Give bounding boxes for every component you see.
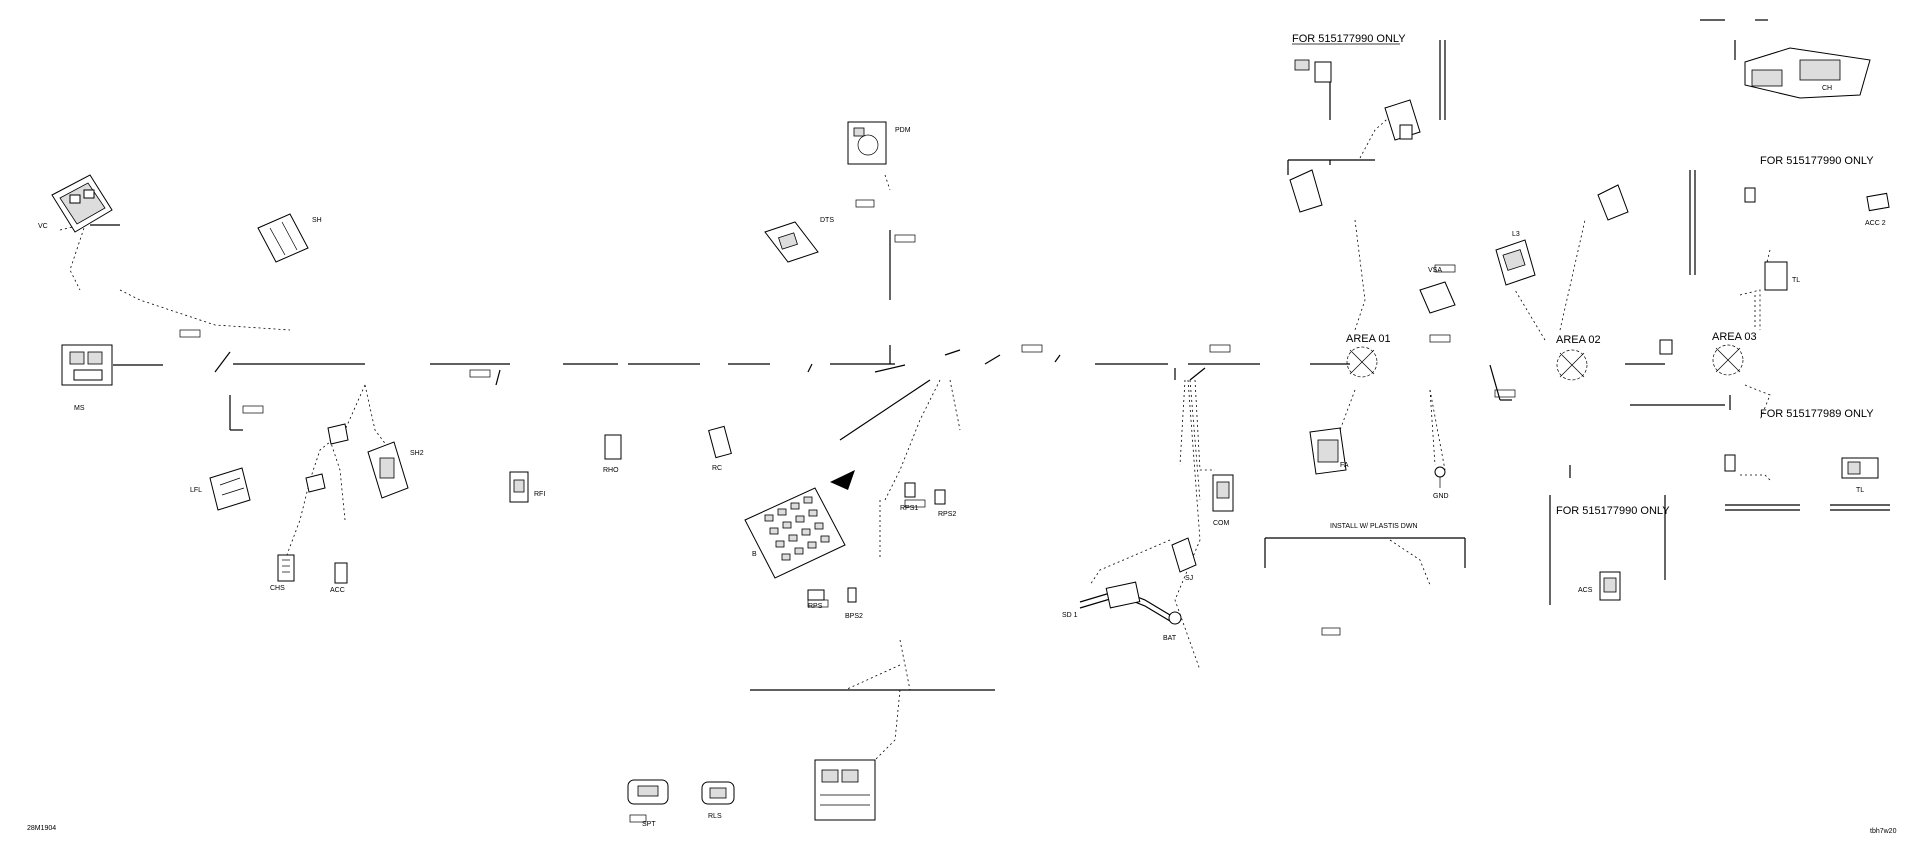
- ms-label: MS: [74, 405, 85, 412]
- small-connectors: [305, 124, 1756, 493]
- rc-label: RC: [712, 465, 722, 472]
- ms-module: MS: [61, 344, 113, 412]
- area-01-label: AREA 01: [1346, 333, 1391, 345]
- sh2-label: SH2: [410, 450, 424, 457]
- rps1-connector: RPS1: [900, 482, 918, 512]
- acs-label: ACS: [1578, 587, 1593, 594]
- rps2-label: RPS2: [938, 511, 956, 518]
- vsa-connector: VSA: [1419, 267, 1456, 314]
- area-03-splice: AREA 03: [1712, 331, 1757, 376]
- rls-connector: RLS: [701, 781, 735, 820]
- top-note-connector: [1294, 59, 1332, 83]
- acs-connector: ACS: [1578, 571, 1621, 601]
- ch-label: CH: [1822, 85, 1832, 92]
- chs-connector: CHS: [270, 554, 295, 592]
- rps-label: RPS: [808, 603, 823, 610]
- rls-label: RLS: [708, 813, 722, 820]
- drawing-ref: tbh7w20: [1870, 828, 1897, 835]
- dashed-routing: [59, 111, 1771, 776]
- l3-label: L3: [1512, 231, 1520, 238]
- sh-connector: SH: [257, 213, 322, 263]
- tl-connector: TL: [1764, 261, 1800, 291]
- acc2-label: ACC 2: [1865, 220, 1886, 227]
- bps2-connector: BPS2: [845, 587, 863, 620]
- pdm-label: PDM: [895, 127, 911, 134]
- rps1-label: RPS1: [900, 505, 918, 512]
- rc-connector: RC: [708, 425, 732, 472]
- rho-connector: RHO: [603, 434, 622, 474]
- sh-label: SH: [312, 217, 322, 224]
- fa-connector: FA: [1309, 427, 1349, 475]
- notes: FOR 515177990 ONLY FOR 515177990 ONLY FO…: [1292, 33, 1874, 530]
- area-02-splice: AREA 02: [1556, 334, 1601, 381]
- acc-connector: ACC: [330, 562, 348, 594]
- com-connector: COM: [1212, 474, 1234, 527]
- note-install-wireless: INSTALL W/ PLASTIS DWN: [1330, 523, 1418, 530]
- acc-label: ACC: [330, 587, 345, 594]
- gnd-label: GND: [1433, 493, 1449, 500]
- fuse-box-b: B: [744, 470, 855, 579]
- fa-label: FA: [1340, 462, 1349, 469]
- l3-connector: L3: [1495, 231, 1536, 286]
- tl2-connector: TL: [1841, 457, 1879, 494]
- gnd-connector: GND: [1433, 466, 1449, 500]
- note-515177990-bottom: FOR 515177990 ONLY: [1556, 505, 1670, 517]
- ch-console: CH: [1744, 47, 1871, 99]
- b-label: B: [752, 551, 757, 558]
- area-02-label: AREA 02: [1556, 334, 1601, 346]
- left-branch-connector: [1289, 169, 1323, 213]
- pdm-module: PDM: [847, 121, 911, 165]
- right-splice-connector: [1597, 184, 1629, 221]
- tl2-label: TL: [1856, 487, 1864, 494]
- spt-connector: SPT: [627, 779, 669, 828]
- dts-connector: DTS: [764, 217, 834, 263]
- fuse-slots: [764, 496, 830, 561]
- main-harness-trunk: [113, 349, 1665, 386]
- doc-id: 28M1904: [27, 825, 56, 832]
- bat-label: BAT: [1163, 635, 1177, 642]
- area-03-label: AREA 03: [1712, 331, 1757, 343]
- branch-wires: [229, 19, 1890, 691]
- rho-label: RHO: [603, 467, 619, 474]
- com-label: COM: [1213, 520, 1230, 527]
- sj-connector: SJ: [1171, 537, 1197, 582]
- vc-module: VC: [38, 174, 120, 233]
- note-515177990-right: FOR 515177990 ONLY: [1760, 155, 1874, 167]
- tl-label: TL: [1792, 277, 1800, 284]
- vc-label: VC: [38, 223, 48, 230]
- chs-label: CHS: [270, 585, 285, 592]
- dts-label: DTS: [820, 217, 834, 224]
- acc2-connector: ACC 2: [1865, 192, 1890, 227]
- lb-assembly: [814, 759, 876, 821]
- sd1-label: SD 1: [1062, 612, 1078, 619]
- note-515177990-top: FOR 515177990 ONLY: [1292, 33, 1406, 45]
- lf-left-module: LFL: [190, 467, 251, 511]
- rfi-label: RFI: [534, 491, 545, 498]
- lf-left-label: LFL: [190, 487, 202, 494]
- rfi-connector: RFI: [509, 471, 545, 503]
- area-01-splice: AREA 01: [1346, 333, 1391, 378]
- sj-label: SJ: [1185, 575, 1193, 582]
- bps2-label: BPS2: [845, 613, 863, 620]
- spt-label: SPT: [642, 821, 656, 828]
- sd1-bat-cable: SD 1 BAT: [1062, 581, 1182, 642]
- rps2-connector: RPS2: [934, 489, 956, 518]
- stub-labels: [179, 199, 1516, 823]
- sh2-connector: SH2: [367, 441, 424, 499]
- note-515177989: FOR 515177989 ONLY: [1760, 408, 1874, 420]
